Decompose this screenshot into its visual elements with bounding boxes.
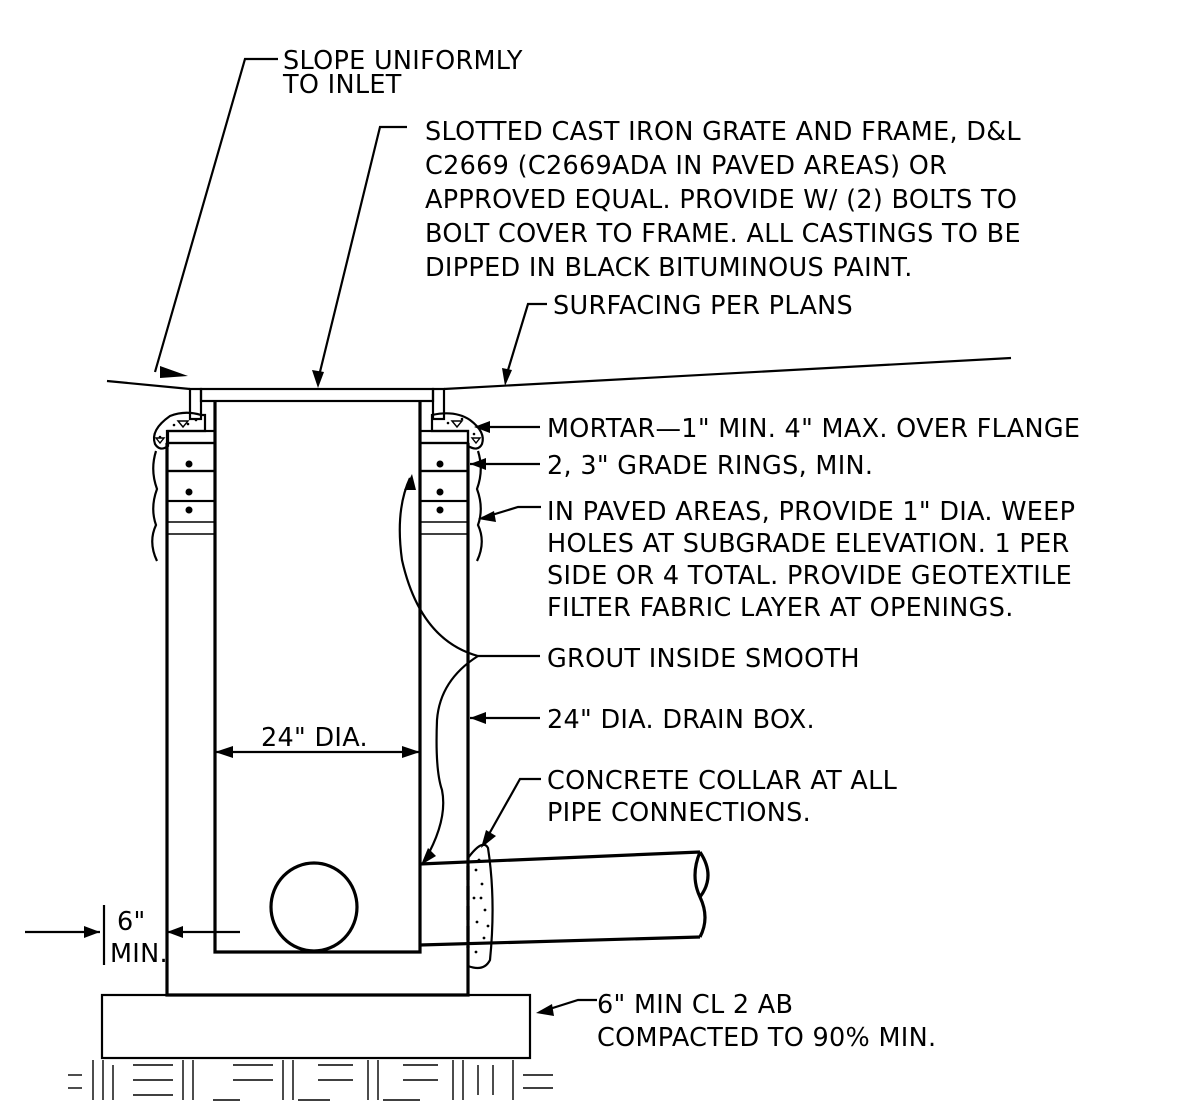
collar-note-line-2: PIPE CONNECTIONS.: [547, 798, 811, 828]
outlet-pipe-opening: [269, 861, 359, 953]
weep-note-line-1: IN PAVED AREAS, PROVIDE 1" DIA. WEEP: [547, 497, 1075, 527]
base-note-line-1: 6" MIN CL 2 AB: [597, 990, 793, 1020]
grate-frame: [165, 387, 470, 445]
wall-dim-line-1: 6": [117, 907, 146, 937]
grate-note-line-3: APPROVED EQUAL. PROVIDE W/ (2) BOLTS TO: [425, 185, 1017, 215]
weep-note-line-2: HOLES AT SUBGRADE ELEVATION. 1 PER: [547, 529, 1070, 559]
grate-note-line-1: SLOTTED CAST IRON GRATE AND FRAME, D&L: [425, 117, 1021, 147]
ground-surface: [106, 356, 1012, 391]
mortar-lumps: [152, 411, 484, 450]
inner-diameter-label: 24" DIA.: [261, 723, 368, 753]
leaders: [25, 57, 597, 1016]
drain-box-walls: [165, 401, 470, 997]
weep-note-line-4: FILTER FABRIC LAYER AT OPENINGS.: [547, 593, 1014, 623]
wall-dim-line-2: MIN.: [110, 939, 168, 969]
aggregate-base: [100, 993, 532, 1060]
grade-rings-note: 2, 3" GRADE RINGS, MIN.: [547, 451, 873, 481]
drain-box-note: 24" DIA. DRAIN BOX.: [547, 705, 815, 735]
grout-note: GROUT INSIDE SMOOTH: [547, 644, 860, 674]
slope-note-line-1: SLOPE UNIFORMLY: [283, 46, 523, 76]
grade-rings: [151, 441, 483, 562]
surfacing-note: SURFACING PER PLANS: [553, 291, 853, 321]
native-soil: [68, 1060, 553, 1101]
weep-note-line-3: SIDE OR 4 TOTAL. PROVIDE GEOTEXTILE: [547, 561, 1072, 591]
annotations: SLOPE UNIFORMLY TO INLET SLOTTED CAST IR…: [110, 46, 1080, 1053]
base-note-line-2: COMPACTED TO 90% MIN.: [597, 1023, 936, 1053]
grate-note-line-4: BOLT COVER TO FRAME. ALL CASTINGS TO BE: [425, 219, 1021, 249]
slope-note-line-2: TO INLET: [282, 70, 402, 100]
mortar-note: MORTAR—1" MIN. 4" MAX. OVER FLANGE: [547, 414, 1080, 444]
collar-note-line-1: CONCRETE COLLAR AT ALL: [547, 766, 898, 796]
grate-note-line-5: DIPPED IN BLACK BITUMINOUS PAINT.: [425, 253, 913, 283]
pipe-connection: [419, 843, 710, 970]
grate-note-line-2: C2669 (C2669ADA IN PAVED AREAS) OR: [425, 151, 947, 181]
